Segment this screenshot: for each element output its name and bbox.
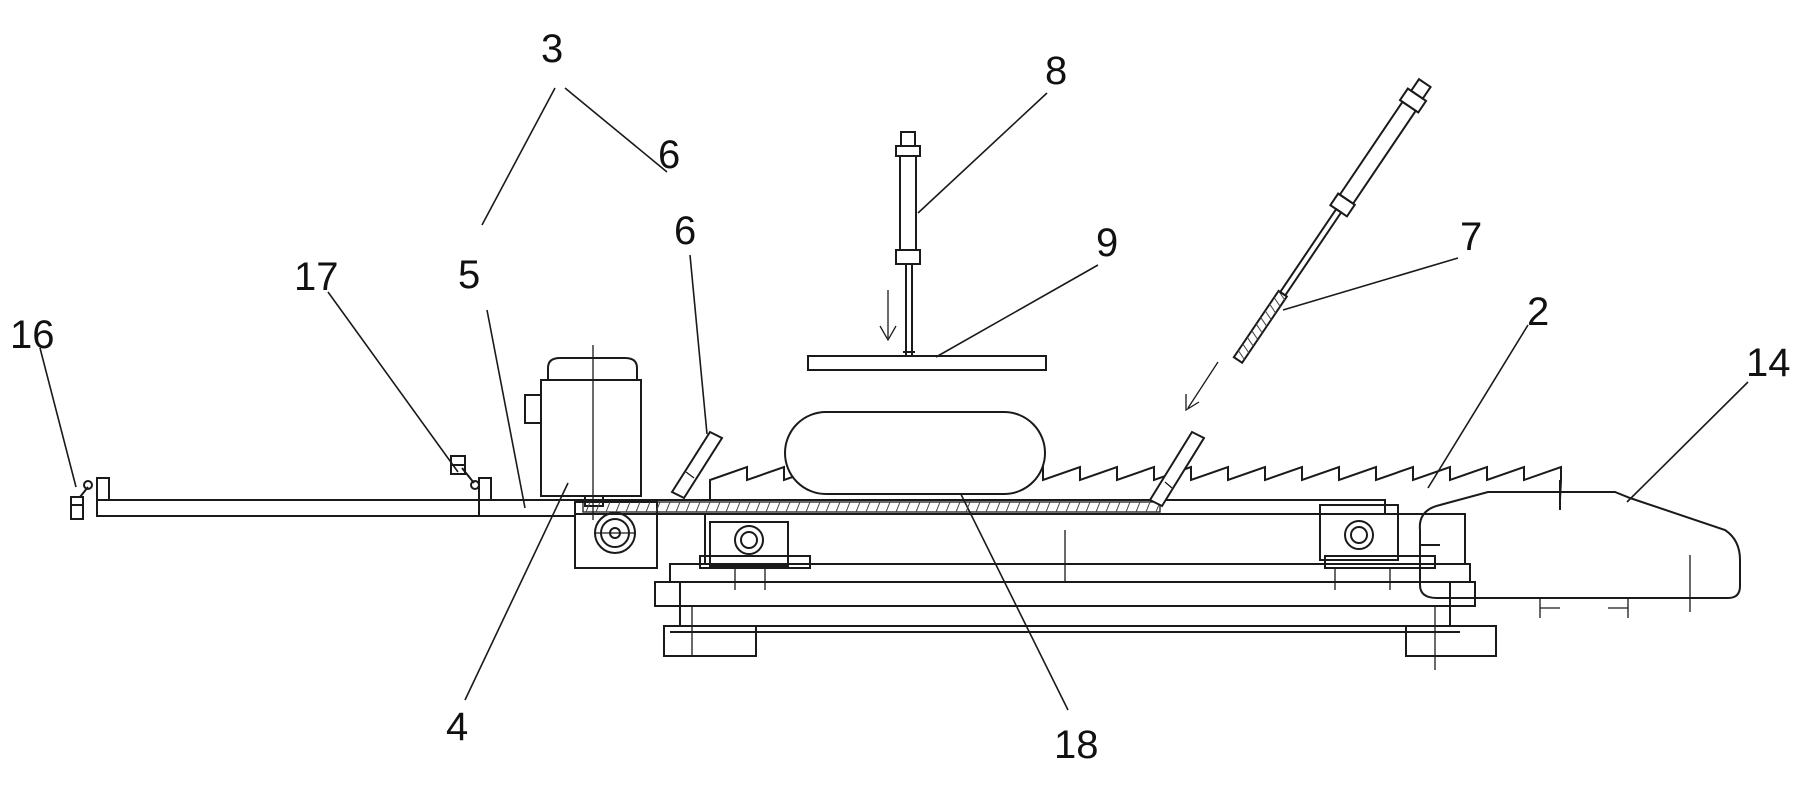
callout-6-right: 6 [658,133,680,177]
leader-4 [464,482,569,701]
rack-hatching [585,501,1161,513]
leader-17 [327,291,459,473]
part-4-motor [524,345,658,569]
callout-7: 7 [1460,215,1482,259]
part-6-right-plate [1148,430,1206,508]
leader-3-right [564,87,668,173]
leader-14 [1626,381,1749,503]
part-17-clamp [450,455,480,490]
part-6-left-plate [670,430,724,500]
part-16-clamp [70,480,93,520]
leader-5 [486,309,526,509]
callout-5: 5 [458,253,480,297]
callout-6-left: 6 [674,209,696,253]
part-8-vertical-cylinder [879,131,921,357]
part-18-workpiece [784,411,1046,495]
part-14-housing [1418,491,1741,618]
callout-16: 16 [10,313,55,357]
diagonal-arrow-icon [1185,361,1219,412]
main-frame [574,499,1497,670]
callout-labels: 3 5 6 6 8 9 7 17 16 2 14 4 18 [10,27,1791,767]
callout-9: 9 [1096,221,1118,265]
leader-2 [1427,324,1529,489]
right-bearing-block [1319,504,1436,590]
leader-9 [935,264,1099,358]
leader-8 [917,92,1048,214]
leader-lines [39,87,1749,711]
leader-7 [1282,257,1459,311]
callout-14: 14 [1746,341,1791,385]
callout-4: 4 [446,705,468,749]
callout-2: 2 [1527,290,1549,334]
callout-17: 17 [294,255,339,299]
leader-3-left [481,87,556,226]
callout-3: 3 [541,27,563,71]
part-7-angled-cylinder [1232,77,1432,365]
callout-18: 18 [1054,723,1099,767]
part-5-rail [96,477,576,517]
left-bearing-block [699,521,811,590]
leader-6 [689,254,708,435]
part-9-press-plate [807,355,1047,371]
leader-16 [39,347,77,488]
callout-8: 8 [1045,49,1067,93]
